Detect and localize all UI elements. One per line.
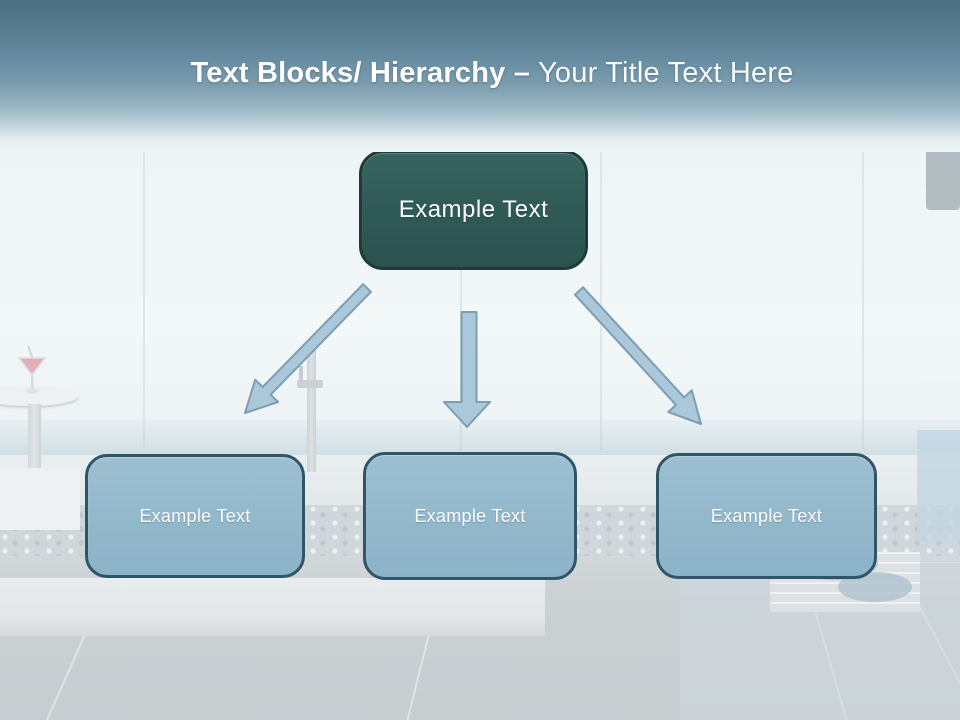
child-text-block-label: Example Text (710, 505, 823, 526)
photo-table-base (0, 468, 80, 530)
photo-pole-crossbar (297, 380, 323, 388)
page-title[interactable]: Text Blocks/ Hierarchy –Your Title Text … (24, 54, 960, 92)
photo-cocktail-table (0, 386, 78, 406)
photo-lamp-pole (307, 348, 316, 472)
photo-platform (0, 578, 545, 636)
child-text-block-1[interactable]: Example Text (85, 454, 305, 578)
child-text-block-3[interactable]: Example Text (656, 453, 877, 579)
child-text-block-label: Example Text (414, 505, 526, 526)
photo-window-mullion (600, 150, 602, 450)
arrow-down-icon[interactable] (443, 311, 491, 428)
photo-window-mullion (460, 150, 462, 450)
arrow-down-left-icon[interactable] (244, 283, 372, 414)
photo-column-reflection (917, 430, 960, 542)
child-text-block-2[interactable]: Example Text (363, 452, 577, 580)
cocktail-glass-icon (17, 345, 47, 394)
child-text-block-label: Example Text (139, 505, 251, 526)
photo-window-mullion (862, 150, 864, 450)
arrow-down-right-icon[interactable] (574, 286, 702, 425)
root-text-block-label: Example Text (398, 196, 549, 223)
photo-window-mullion (143, 150, 145, 450)
photo-pole-knob (299, 366, 303, 382)
title-bar: Text Blocks/ Hierarchy –Your Title Text … (0, 0, 960, 152)
page-title-bold: Text Blocks/ Hierarchy – (190, 57, 531, 89)
page-title-regular: Your Title Text Here (538, 57, 794, 89)
root-text-block[interactable]: Example Text (359, 150, 588, 270)
photo-table-pedestal (28, 404, 41, 472)
